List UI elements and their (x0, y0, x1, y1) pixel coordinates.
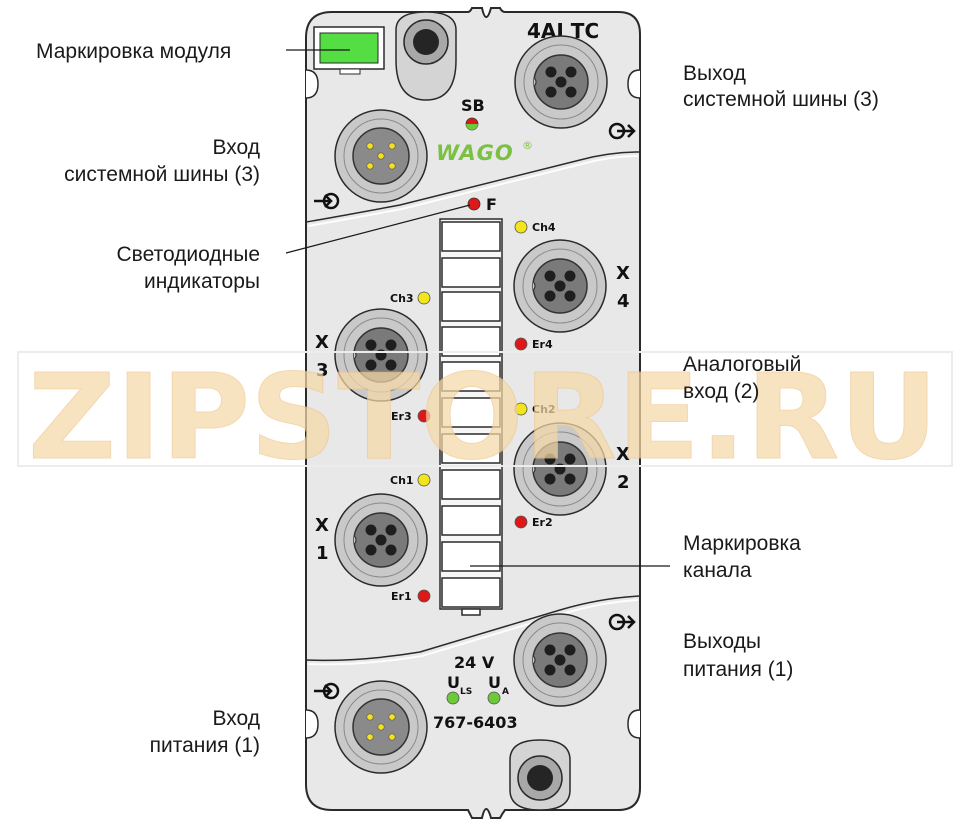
svg-text:Ch1: Ch1 (390, 474, 414, 487)
svg-text:Er1: Er1 (391, 590, 412, 603)
callout-channel-marking-2: канала (683, 559, 752, 582)
power-input-port (334, 680, 428, 774)
callout-power-out-1: Выходы (683, 630, 761, 653)
port-x4-letter: X (616, 263, 630, 284)
bus-out-arrow-icon (608, 122, 636, 140)
callout-power-in-2: питания (1) (150, 734, 260, 757)
port-x4-num: 4 (617, 291, 630, 312)
callout-bus-out-2: системной шины (3) (683, 88, 879, 111)
port-x1-letter: X (315, 515, 329, 536)
power-in-arrow-icon (314, 682, 340, 700)
sb-led (465, 117, 479, 131)
led-er3: Er3 (391, 409, 431, 423)
bottom-screw (509, 739, 571, 811)
power-out-arrow-icon (608, 613, 636, 631)
bus-input-port (334, 109, 428, 203)
svg-text:U: U (447, 673, 460, 692)
module-marker (313, 26, 385, 75)
power-output-port (513, 613, 607, 707)
port-x1-num: 1 (316, 543, 329, 564)
svg-text:U: U (488, 673, 501, 692)
bus-output-port (514, 35, 608, 129)
sb-label: SB (461, 96, 485, 115)
wago-logo: WAGO ® (436, 139, 533, 165)
f-label: F (486, 195, 497, 214)
callout-analog-1: Аналоговый (683, 353, 801, 376)
bus-in-arrow-icon (314, 192, 340, 210)
callout-lines (285, 49, 670, 567)
callout-channel-marking-1: Маркировка (683, 532, 801, 555)
callout-analog-2: вход (2) (683, 380, 759, 403)
led-ch2: Ch2 (514, 402, 556, 416)
callout-power-out-2: питания (1) (683, 658, 793, 681)
led-ch4: Ch4 (514, 220, 556, 234)
panel-dividers (305, 151, 641, 662)
svg-text:Ch4: Ch4 (532, 221, 556, 234)
callout-bus-in-1: Вход (212, 136, 260, 159)
part-number: 767-6403 (433, 713, 518, 732)
led-u-a: U A (487, 673, 509, 705)
svg-text:WAGO: WAGO (436, 141, 514, 165)
svg-text:Er4: Er4 (532, 338, 553, 351)
svg-text:A: A (502, 687, 509, 697)
port-x3-num: 3 (316, 360, 329, 381)
callout-leds-1: Светодиодные (117, 243, 261, 266)
led-er1: Er1 (391, 589, 431, 603)
callout-bus-out-1: Выход (683, 62, 746, 85)
led-ch3: Ch3 (390, 291, 431, 305)
svg-text:Er2: Er2 (532, 516, 553, 529)
svg-text:Ch3: Ch3 (390, 292, 414, 305)
port-x2-num: 2 (617, 472, 630, 493)
port-x2-letter: X (616, 444, 630, 465)
callout-bus-in-2: системной шины (3) (64, 163, 260, 186)
voltage-label: 24 V (454, 653, 495, 672)
side-notches (305, 69, 641, 739)
f-led (467, 197, 481, 211)
svg-text:LS: LS (460, 687, 472, 697)
led-ch1: Ch1 (390, 473, 431, 487)
port-x3-letter: X (315, 332, 329, 353)
top-screw (395, 11, 457, 101)
led-er4: Er4 (514, 337, 553, 351)
panel-highlights (307, 155, 639, 666)
led-er2: Er2 (514, 515, 553, 529)
port-x4 (513, 239, 607, 333)
svg-text:®: ® (522, 139, 533, 152)
callout-module-marking: Маркировка модуля (36, 40, 231, 63)
svg-text:Ch2: Ch2 (532, 403, 556, 416)
led-u-ls: U LS (446, 673, 472, 705)
svg-text:Er3: Er3 (391, 410, 412, 423)
callout-power-in-1: Вход (212, 707, 260, 730)
callout-leds-2: индикаторы (144, 270, 260, 293)
port-x1 (334, 493, 428, 587)
watermark: ZIPSTORE.RU (17, 348, 953, 487)
svg-text:ZIPSTORE.RU: ZIPSTORE.RU (28, 348, 938, 486)
